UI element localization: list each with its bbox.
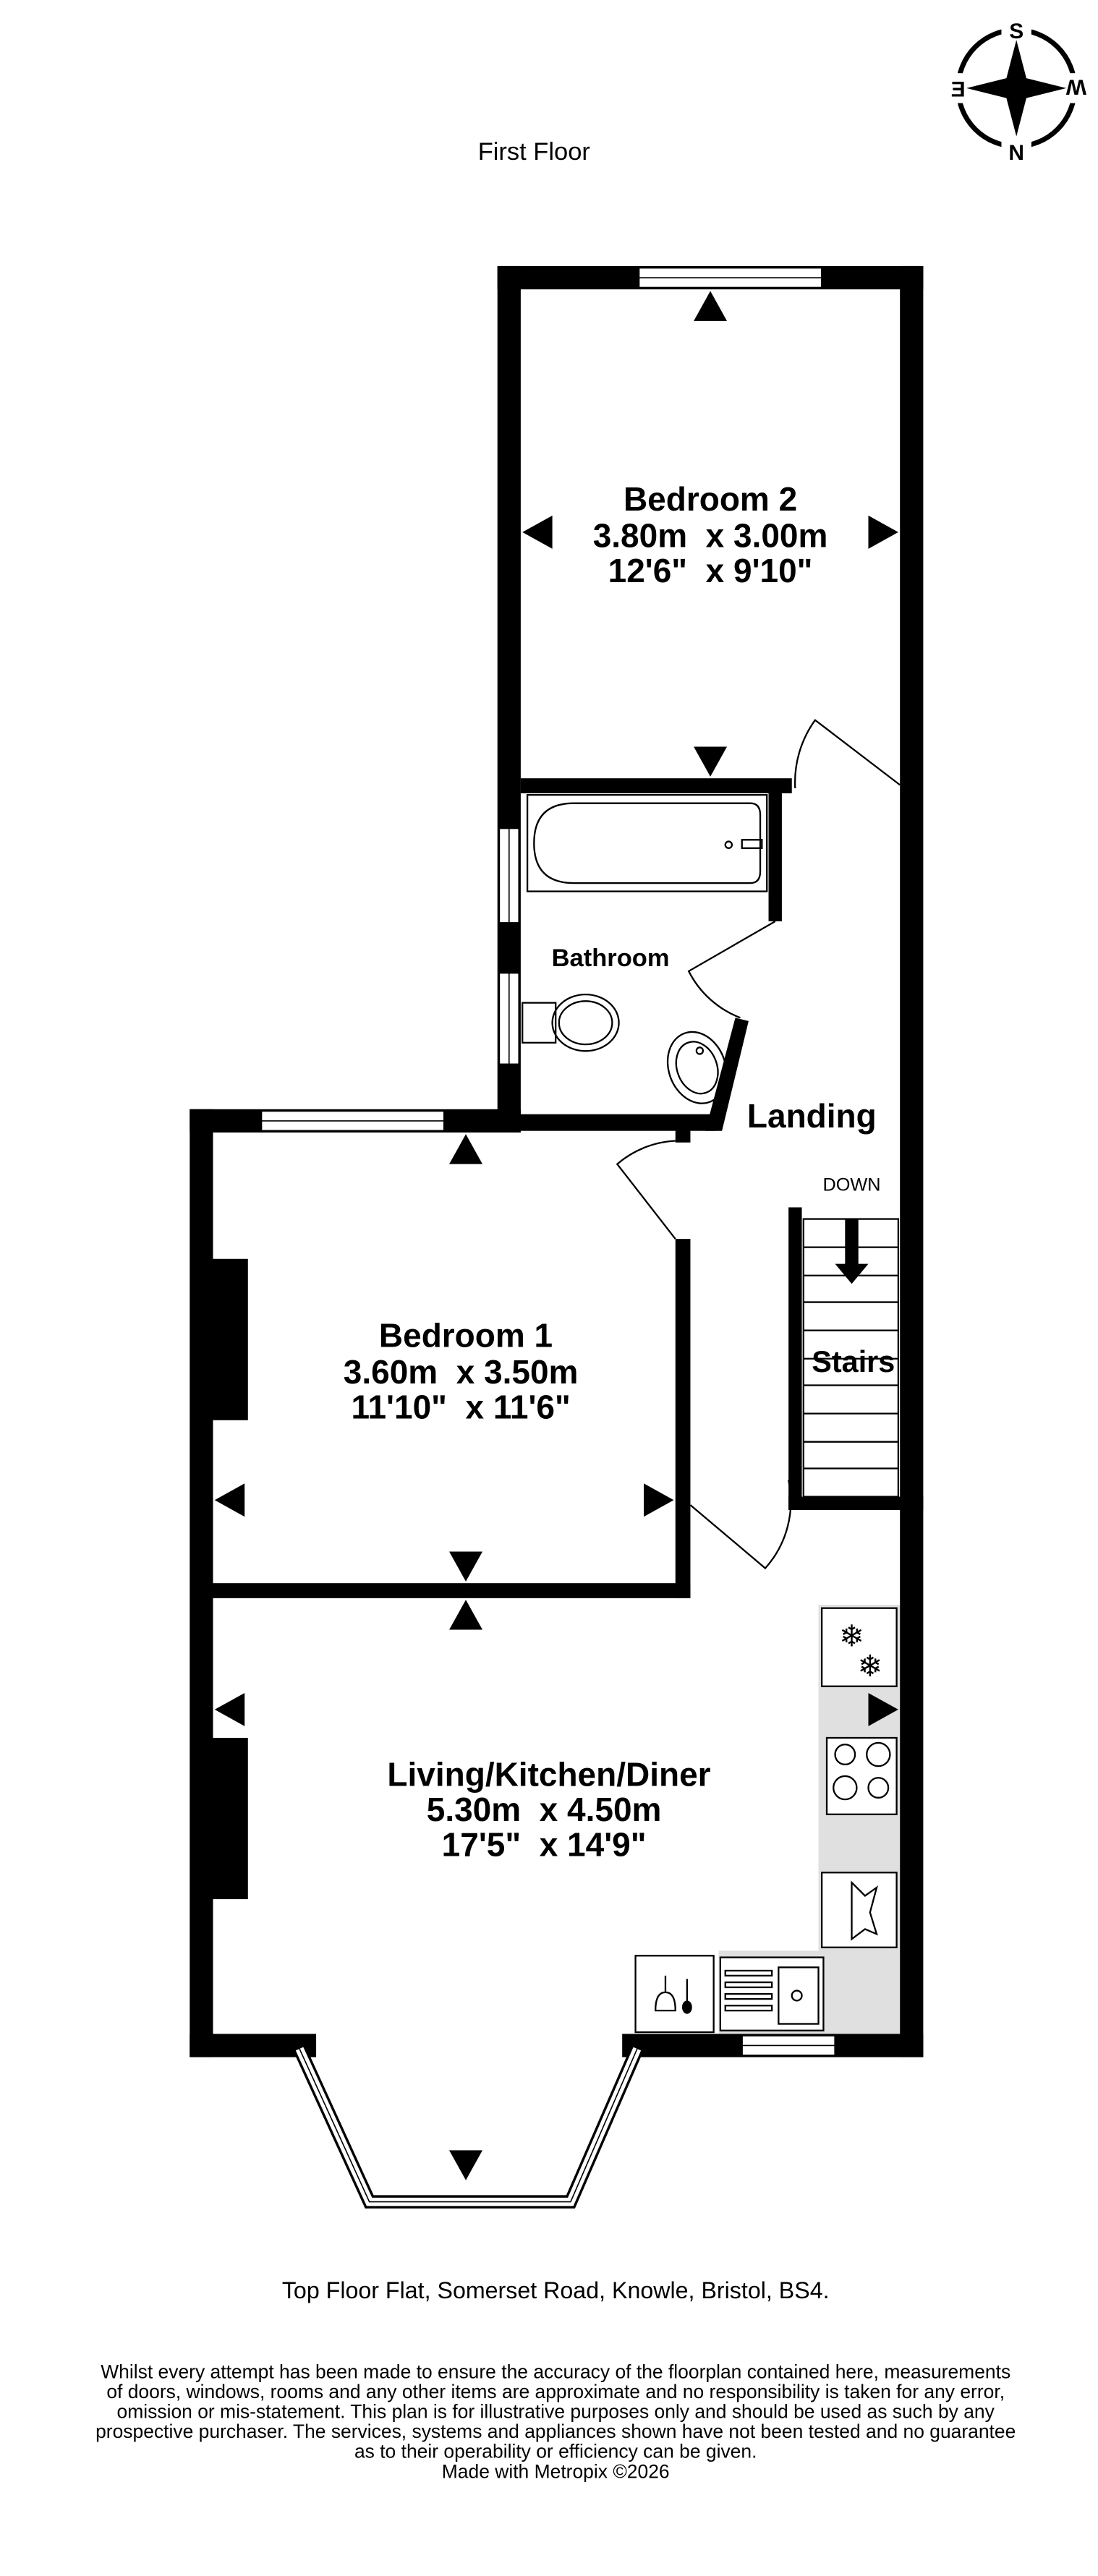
svg-text:❄: ❄	[839, 1620, 864, 1653]
disclaimer-line: omission or mis-statement. This plan is …	[117, 2401, 995, 2423]
hob-icon	[825, 1736, 898, 1815]
bath-icon	[526, 794, 768, 892]
chimney-breast	[213, 1738, 248, 1900]
disclaimer-line: of doors, windows, rooms and any other i…	[106, 2381, 1005, 2402]
bedroom1-imperial: 11'10" x 11'6"	[351, 1389, 570, 1426]
doors	[616, 719, 901, 1570]
bathroom-name: Bathroom	[552, 944, 670, 972]
bedroom1-name: Bedroom 1	[379, 1317, 553, 1355]
disclaimer: Whilst every attempt has been made to en…	[95, 2360, 1016, 2482]
address: Top Floor Flat, Somerset Road, Knowle, B…	[282, 2277, 830, 2303]
chimney-breast	[213, 1258, 248, 1420]
compass-north: N	[1008, 141, 1024, 165]
svg-text:❄: ❄	[857, 1650, 882, 1683]
disclaimer-line: as to their operability or efficiency ca…	[354, 2441, 757, 2462]
stairs-name: Stairs	[812, 1345, 895, 1378]
bedroom2-name: Bedroom 2	[624, 480, 797, 518]
sink-icon	[666, 1031, 728, 1104]
bathroom-fixtures	[522, 794, 768, 1104]
compass-west: W	[1065, 74, 1086, 98]
living-metric: 5.30m x 4.50m	[427, 1791, 662, 1828]
disclaimer-line: prospective purchaser. The services, sys…	[95, 2421, 1016, 2442]
dimension-arrows	[214, 291, 898, 2180]
stairs	[802, 1218, 900, 1498]
bedroom2-metric: 3.80m x 3.00m	[593, 517, 828, 555]
walls	[190, 265, 924, 2057]
bedroom1-metric: 3.60m x 3.50m	[344, 1353, 579, 1391]
kitchen-fixtures: ❄❄	[634, 1607, 898, 2034]
fridge-icon	[820, 1607, 898, 1687]
living-name: Living/Kitchen/Diner	[387, 1756, 710, 1794]
floor-title: First Floor	[478, 138, 590, 166]
disclaimer-line: Whilst every attempt has been made to en…	[101, 2360, 1010, 2382]
compass-icon: S N E W	[946, 16, 1090, 165]
stairs-direction: DOWN	[822, 1174, 880, 1195]
landing-name: Landing	[747, 1097, 877, 1135]
compass-south: S	[1009, 20, 1023, 43]
compass-east: E	[951, 77, 966, 101]
appliance-icon	[634, 1955, 715, 2034]
credit: Made with Metropix ©2026	[442, 2460, 670, 2482]
living-imperial: 17'5" x 14'9"	[442, 1825, 647, 1863]
windows	[260, 267, 836, 2209]
toilet-icon	[522, 1002, 557, 1044]
washer-icon	[820, 1872, 898, 1948]
bedroom2-imperial: 12'6" x 9'10"	[608, 552, 813, 589]
arrow-down-icon	[835, 1219, 869, 1284]
